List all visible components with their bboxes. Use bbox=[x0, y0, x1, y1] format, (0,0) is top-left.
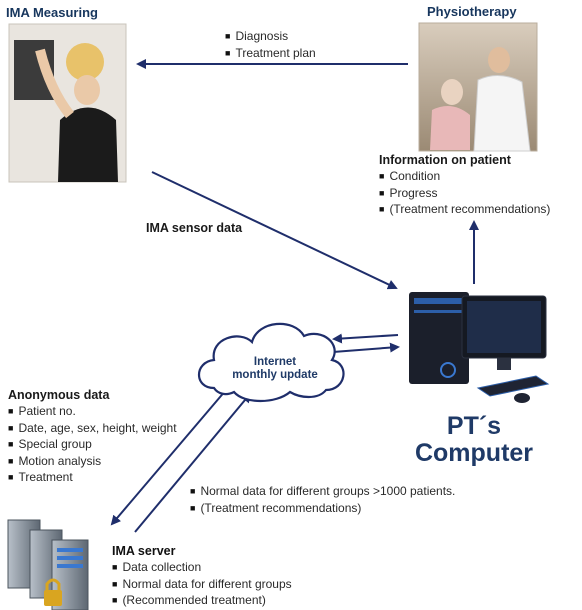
normal-data-list: Normal data for different groups >1000 p… bbox=[190, 484, 455, 517]
list-item: Diagnosis bbox=[225, 29, 316, 46]
list-item: Special group bbox=[8, 437, 177, 454]
server-title: IMA server bbox=[112, 544, 176, 558]
list-item: (Treatment recommendations) bbox=[379, 202, 550, 219]
arrow-sensor-data bbox=[151, 171, 398, 290]
server-list: Data collection Normal data for differen… bbox=[112, 560, 292, 610]
physiotherapy-photo bbox=[418, 22, 538, 152]
list-item: Normal data for different groups bbox=[112, 577, 291, 594]
patient-info-title: Information on patient bbox=[379, 153, 511, 167]
cloud-shape bbox=[198, 322, 345, 402]
physiotherapy-title: Physiotherapy bbox=[427, 4, 517, 19]
arrow-update-in bbox=[332, 333, 399, 344]
list-item: Treatment bbox=[8, 470, 177, 487]
list-item: Motion analysis bbox=[8, 454, 177, 471]
server-illustration bbox=[7, 519, 89, 610]
list-item: Condition bbox=[379, 169, 550, 186]
list-item: (Recommended treatment) bbox=[112, 593, 292, 610]
cloud-label-line2: monthly update bbox=[232, 369, 318, 381]
diagnosis-list: Diagnosis Treatment plan bbox=[225, 29, 316, 63]
arrow-update-out bbox=[332, 342, 400, 353]
anonymous-data-list: Patient no. Date, age, sex, height, weig… bbox=[8, 404, 177, 487]
list-item: Patient no. bbox=[8, 404, 177, 421]
list-item: Treatment plan bbox=[225, 46, 315, 63]
cloud-label: Internet monthly update bbox=[222, 356, 328, 382]
sensor-data-label: IMA sensor data bbox=[146, 221, 243, 235]
patient-info-list: Condition Progress (Treatment recommenda… bbox=[379, 169, 550, 219]
list-item: (Treatment recommendations) bbox=[190, 501, 455, 518]
computer-label-line2: Computer bbox=[414, 439, 534, 467]
arrow-server-to-cloud bbox=[134, 392, 252, 533]
anonymous-data-title: Anonymous data bbox=[8, 388, 110, 402]
computer-label: PT´s Computer bbox=[404, 413, 544, 467]
ima-measuring-photo bbox=[8, 23, 127, 183]
list-item: Progress bbox=[379, 186, 550, 203]
computer-label-line1: PT´s bbox=[446, 412, 502, 440]
ima-measuring-title: IMA Measuring bbox=[6, 5, 98, 20]
list-item: Data collection bbox=[112, 560, 292, 577]
computer-illustration bbox=[409, 292, 550, 403]
cloud-label-line1: Internet bbox=[253, 356, 297, 368]
list-item: Normal data for different groups >1000 p… bbox=[190, 484, 455, 501]
list-item: Date, age, sex, height, weight bbox=[8, 421, 176, 438]
